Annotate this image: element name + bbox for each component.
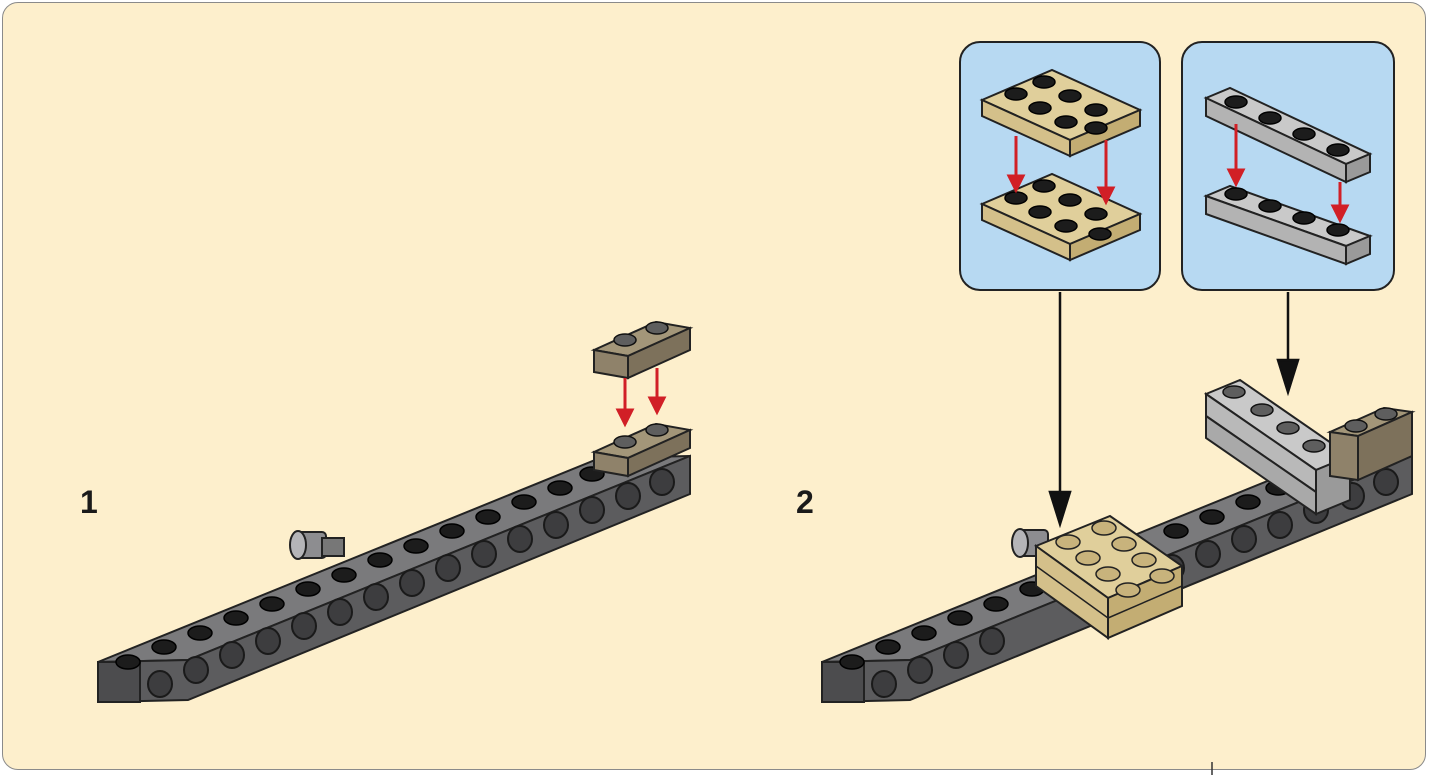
callout-gray-plates (1181, 41, 1395, 291)
arrow-down-red-icon (615, 368, 667, 428)
beam-studs (115, 466, 605, 670)
technic-beam-icon (97, 454, 691, 704)
axle-pin-icon (289, 530, 345, 560)
step-2-assembly (821, 41, 1416, 775)
step-number-1: 1 (80, 484, 98, 520)
plate-2x4-tan-stack-icon (1033, 514, 1185, 640)
step-number-2: 2 (796, 484, 814, 520)
plate-1x4-gray-stack-icon (1203, 378, 1353, 516)
plate-1x2-dark-tan-stack-icon (1326, 406, 1416, 482)
step-1-assembly (97, 320, 694, 704)
pointer-arrow-black-icon (1048, 292, 1300, 529)
arrow-down-red-icon (1226, 124, 1350, 224)
beam-holes (147, 468, 675, 698)
callout-tan-plates (959, 41, 1161, 291)
plate-1x2-dark-tan-floating-icon (590, 320, 694, 380)
plate-1x2-dark-tan-icon (590, 422, 694, 478)
arrow-down-red-icon (1006, 136, 1116, 206)
